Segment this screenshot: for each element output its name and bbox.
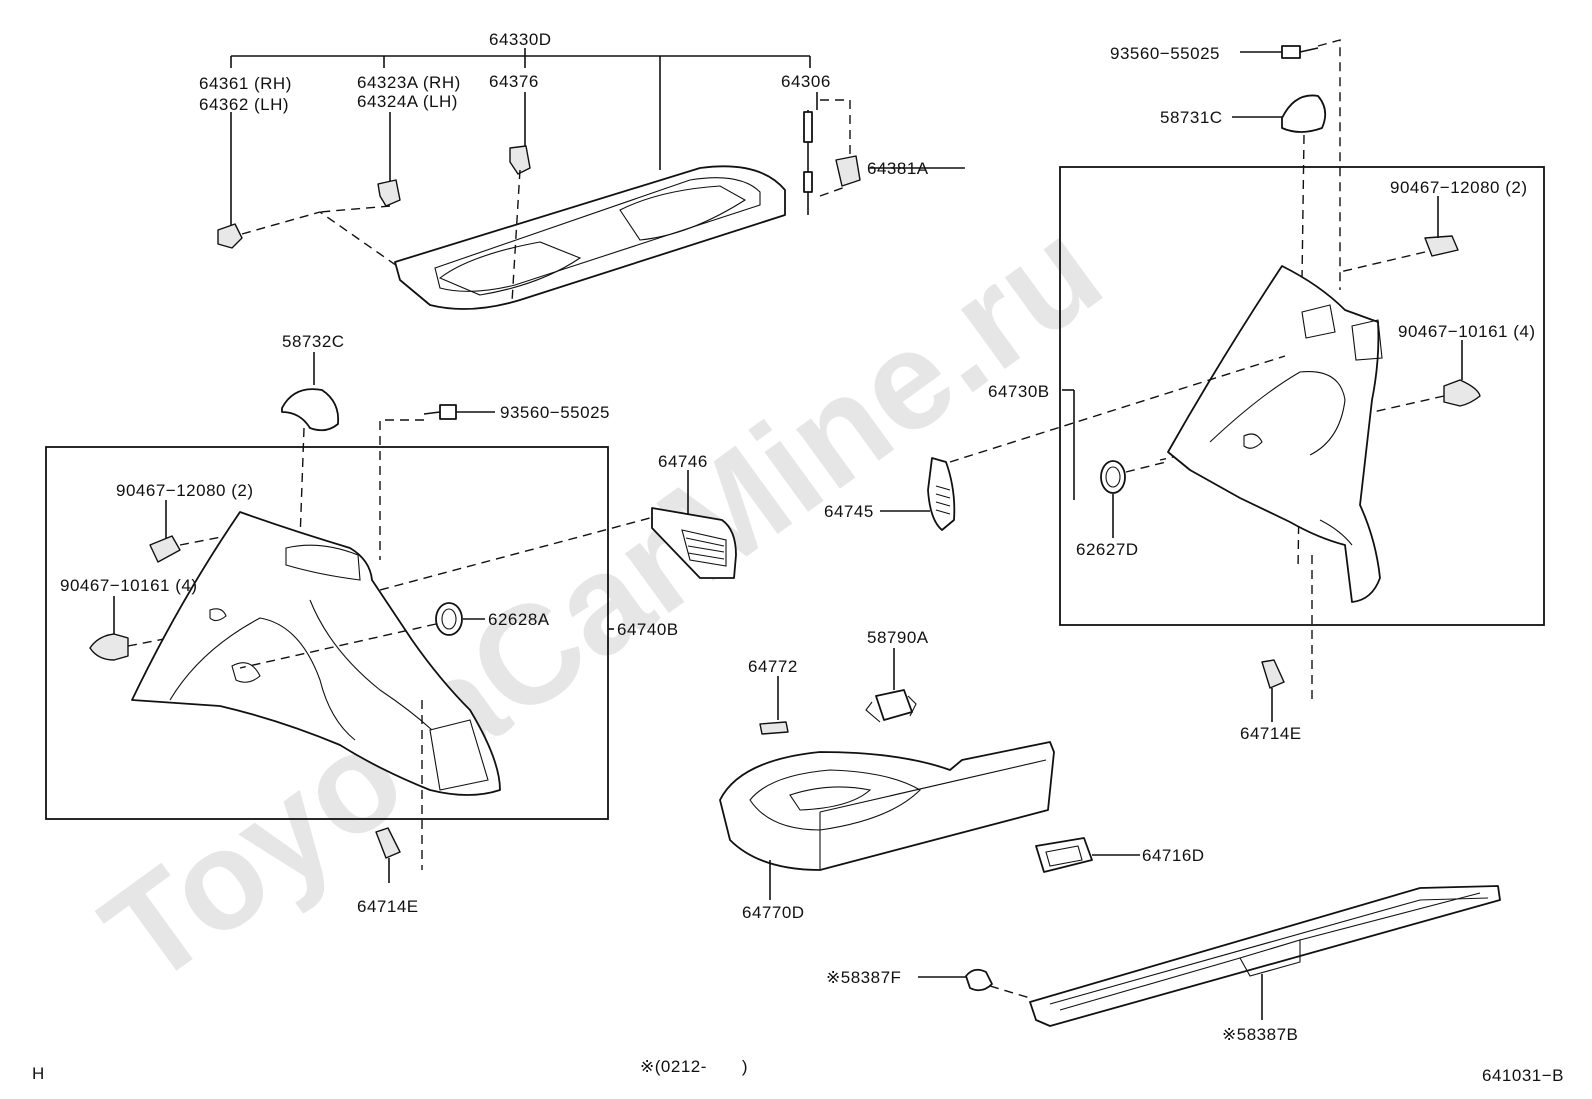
label-64772: 64772: [748, 657, 798, 676]
label-64714E-left: 64714E: [357, 897, 419, 916]
package-tray-group: [217, 48, 965, 310]
clip-64323A-icon: [377, 179, 401, 207]
tag-64772-icon: [759, 676, 789, 735]
clip-64376-icon: [509, 145, 531, 175]
clip-64714E-rh-icon: [1261, 659, 1285, 689]
label-58731C: 58731C: [1160, 108, 1223, 127]
label-64323A: 64323A (RH): [357, 73, 461, 92]
rod-64306-icon: [803, 110, 813, 215]
label-64746: 64746: [658, 452, 708, 471]
rh-trim-box: [1059, 166, 1545, 626]
screw-93560-icon: [1240, 45, 1319, 59]
vent-64745-icon: [880, 355, 1286, 531]
label-64361: 64361 (RH): [199, 74, 292, 93]
footer-left: H: [32, 1064, 45, 1083]
label-90467-10161-left: 90467−10161 (4): [60, 576, 197, 595]
label-64745: 64745: [824, 502, 874, 521]
label-64376: 64376: [489, 72, 539, 91]
pin-90467-10161-rh-icon: [1443, 379, 1481, 407]
pin-90467-10161-lh-icon: [89, 633, 129, 661]
clip-90467-12080-rh-icon: [1424, 235, 1459, 257]
label-58790A: 58790A: [867, 628, 929, 647]
label-62627D: 62627D: [1076, 540, 1139, 559]
label-64714E-right: 64714E: [1240, 724, 1302, 743]
rh-quarter-trim-panel: [1167, 265, 1381, 603]
rh-quarter-trim-group: [1073, 39, 1481, 722]
label-64324A: 64324A (LH): [357, 92, 458, 111]
clip-64714E-lh-icon: [375, 827, 401, 859]
label-64381A: 64381A: [867, 159, 929, 178]
label-58732C: 58732C: [282, 332, 345, 351]
cap-58732C-icon: [281, 388, 340, 432]
package-tray: [394, 165, 786, 310]
footer-code: 641031−B: [1482, 1066, 1564, 1085]
lh-quarter-trim-group: [89, 352, 651, 883]
label-90467-10161-right: 90467−10161 (4): [1398, 322, 1535, 341]
label-64306: 64306: [781, 72, 831, 91]
label-90467-12080-left: 90467−12080 (2): [116, 481, 253, 500]
grommet-62628A-icon: [435, 602, 463, 636]
clip-64381A-icon: [835, 155, 861, 187]
label-64330D: 64330D: [489, 30, 552, 49]
label-64740B: 64740B: [617, 620, 679, 639]
clip-58387F-icon: [918, 968, 1031, 999]
label-64362: 64362 (LH): [199, 95, 289, 114]
hook-64716D-icon: [1035, 837, 1140, 873]
screw-93560-left-icon: [423, 404, 495, 420]
clip-90467-12080-lh-icon: [149, 535, 181, 563]
spare-cover-64770D: [719, 741, 1055, 900]
label-64730B: 64730B: [988, 382, 1050, 401]
label-62628A: 62628A: [488, 610, 550, 629]
lh-trim-box: [45, 446, 609, 820]
label-58387F: ※58387F: [826, 968, 901, 987]
label-64770D: 64770D: [742, 903, 805, 922]
vent-64746-icon: [651, 470, 737, 579]
clip-64361-icon: [217, 223, 243, 249]
cap-58731C-icon: [1281, 94, 1327, 133]
grommet-62627D-icon: [1100, 460, 1126, 494]
label-93560-top: 93560−55025: [1110, 44, 1220, 63]
label-90467-12080-right: 90467−12080 (2): [1390, 178, 1527, 197]
label-58387B: ※58387B: [1222, 1025, 1298, 1044]
clip-58790A-icon: [865, 648, 917, 723]
scuff-plate-58387B: [1029, 885, 1501, 1027]
label-93560-left: 93560−55025: [500, 403, 610, 422]
lh-quarter-trim-panel: [131, 511, 501, 796]
label-64716D: 64716D: [1142, 846, 1205, 865]
footer-note: ※(0212- ): [640, 1057, 748, 1076]
